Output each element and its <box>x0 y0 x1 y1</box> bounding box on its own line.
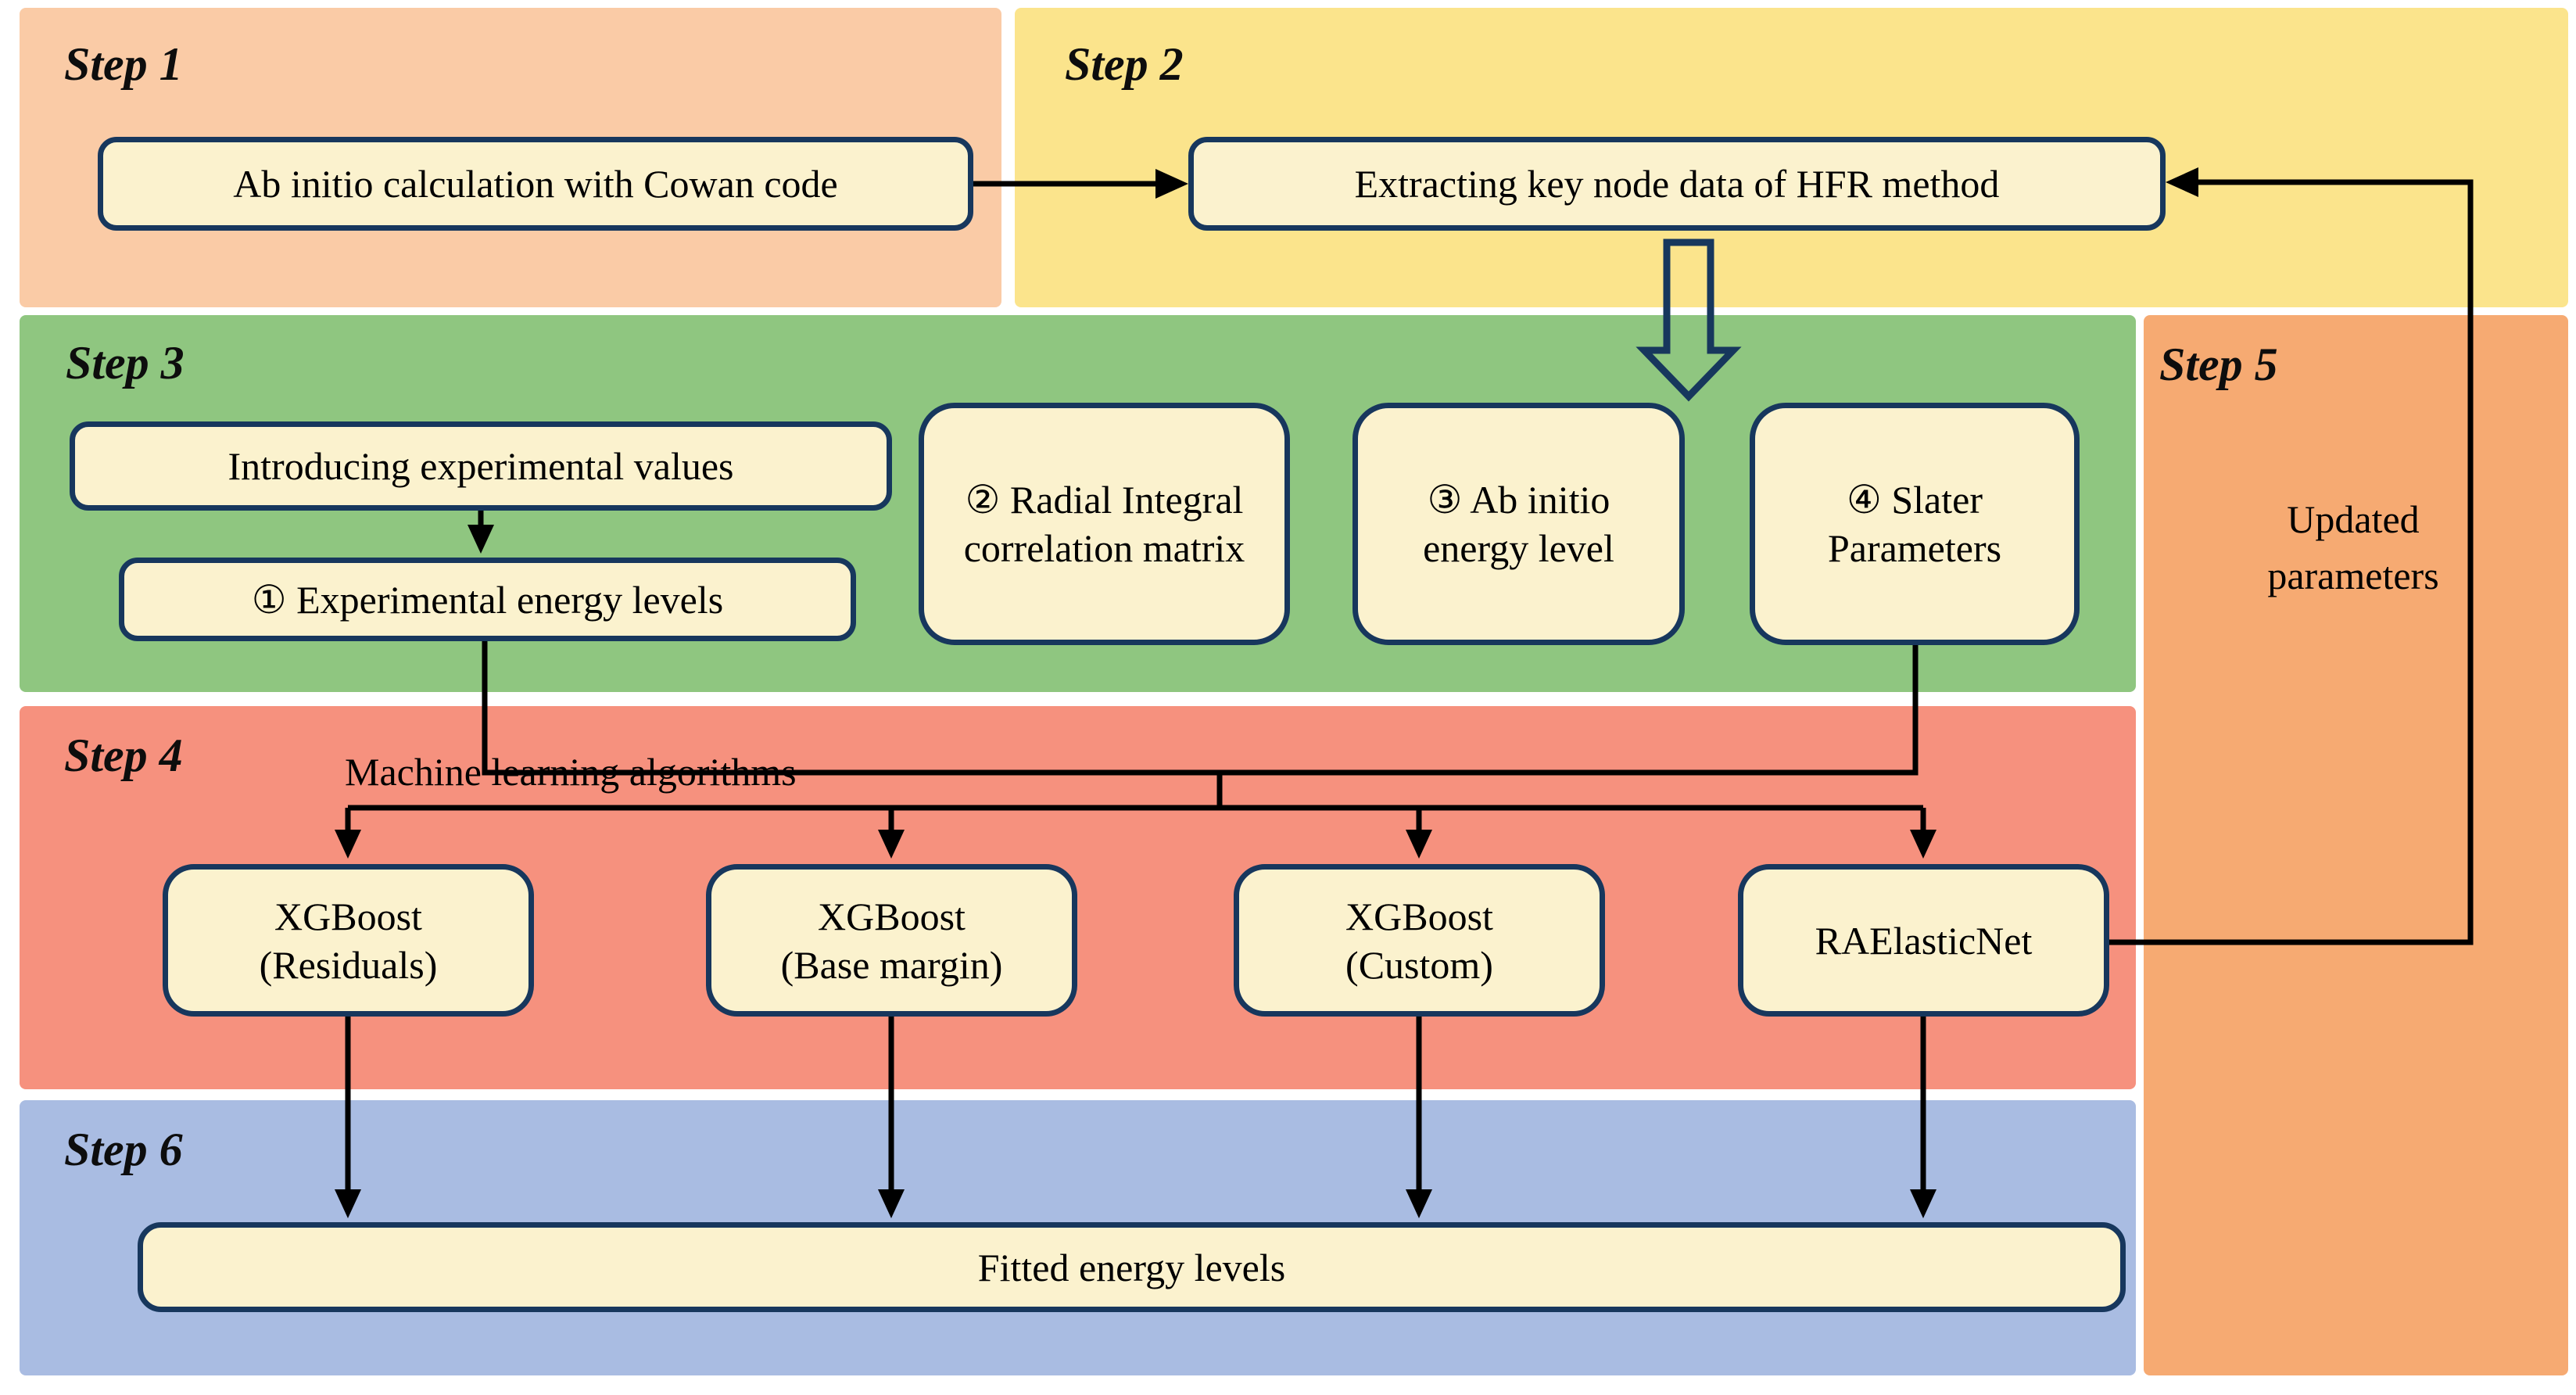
arrowhead-down-icon <box>1910 830 1936 859</box>
arrowhead-down-icon <box>468 525 494 554</box>
step4-label: Step 4 <box>64 730 183 781</box>
hfr-extract-label: Extracting key node data of HFR method <box>1354 162 2000 206</box>
step5-panel <box>2144 315 2568 1375</box>
xgboost-base-margin-line1: XGBoost <box>818 894 966 938</box>
updated-parameters-line2: parameters <box>2267 554 2439 597</box>
cowan-code-box: Ab initio calculation with Cowan code <box>98 137 973 231</box>
hfr-extract-box: Extracting key node data of HFR method <box>1188 137 2166 231</box>
introducing-values-box: Introducing experimental values <box>70 421 892 511</box>
raelasticnet-label: RAElasticNet <box>1815 918 2033 963</box>
step1-label: Step 1 <box>64 38 183 90</box>
arrowhead-down-icon <box>335 1189 361 1218</box>
xgboost-custom-line2: (Custom) <box>1345 942 1493 987</box>
xgboost-custom-box: XGBoost (Custom) <box>1234 864 1605 1017</box>
radial-integral-label-line2: correlation matrix <box>963 526 1245 570</box>
cowan-code-label: Ab initio calculation with Cowan code <box>233 162 838 206</box>
abinitio-energy-label-line1: ③ Ab initio <box>1427 478 1610 522</box>
introducing-values-label: Introducing experimental values <box>228 444 734 488</box>
arrowhead-right-icon <box>1155 169 1188 199</box>
xgboost-custom-line1: XGBoost <box>1345 894 1493 938</box>
radial-integral-label-line1: ② Radial Integral <box>965 478 1244 522</box>
arrowhead-down-icon <box>878 830 905 859</box>
slater-parameters-label-line2: Parameters <box>1827 526 2002 570</box>
updated-parameters-note: Updated parameters <box>2197 491 2510 604</box>
step3-label: Step 3 <box>66 337 185 389</box>
collector-line <box>482 641 1919 776</box>
xgboost-residuals-box: XGBoost (Residuals) <box>163 864 534 1017</box>
step5-label: Step 5 <box>2159 339 2278 390</box>
xgboost-residuals-line1: XGBoost <box>274 894 422 938</box>
xgboost-residuals-line2: (Residuals) <box>259 942 438 987</box>
slater-parameters-box: ④ Slater Parameters <box>1750 403 2080 645</box>
arrowhead-left-icon <box>2166 167 2198 197</box>
xgboost-base-margin-line2: (Base margin) <box>780 942 1003 987</box>
abinitio-energy-label-line2: energy level <box>1423 526 1614 570</box>
arrowhead-down-icon <box>1910 1189 1936 1218</box>
slater-parameters-label-line1: ④ Slater <box>1847 478 1983 522</box>
radial-integral-box: ② Radial Integral correlation matrix <box>919 403 1290 645</box>
fitted-levels-label: Fitted energy levels <box>977 1245 1286 1289</box>
updated-parameters-line1: Updated <box>2287 497 2420 541</box>
fitted-levels-box: Fitted energy levels <box>138 1222 2126 1312</box>
xgboost-base-margin-box: XGBoost (Base margin) <box>706 864 1077 1017</box>
abinitio-energy-box: ③ Ab initio energy level <box>1352 403 1685 645</box>
feedback-raelasticnet-to-step2 <box>2109 179 2474 945</box>
step2-label: Step 2 <box>1065 38 1184 90</box>
down-block-arrow-icon <box>1636 238 1742 402</box>
arrowhead-down-icon <box>878 1189 905 1218</box>
arrowhead-down-icon <box>335 830 361 859</box>
raelasticnet-box: RAElasticNet <box>1738 864 2109 1017</box>
experimental-levels-label: ① Experimental energy levels <box>251 577 724 622</box>
arrowhead-down-icon <box>1406 830 1432 859</box>
arrowhead-down-icon <box>1406 1189 1432 1218</box>
experimental-levels-box: ① Experimental energy levels <box>119 558 856 641</box>
step6-label: Step 6 <box>64 1124 183 1175</box>
